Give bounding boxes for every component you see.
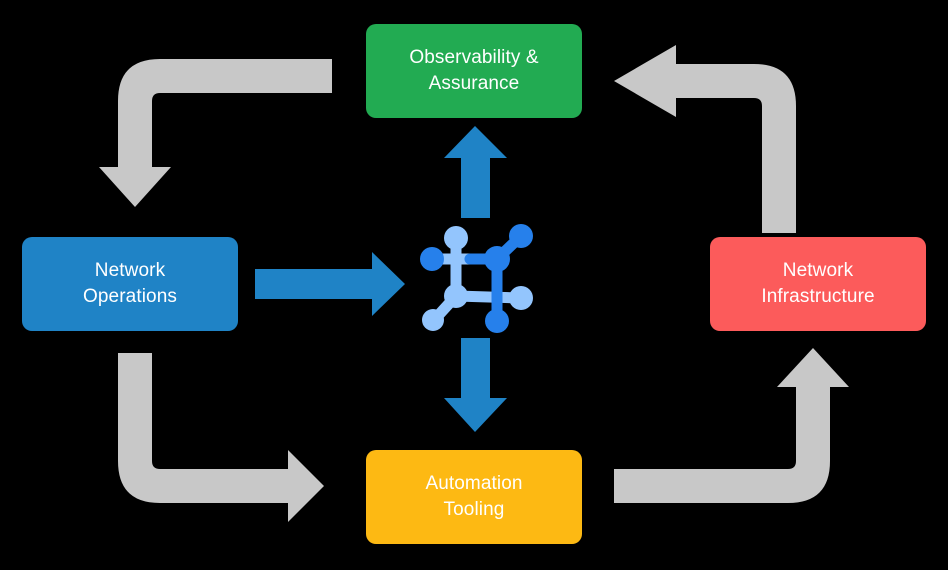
node-right-light (509, 286, 533, 310)
connector-netops-to-center (255, 252, 405, 316)
connector-netops-to-automation (118, 353, 324, 522)
node-automation-tooling-label: Automation Tooling (425, 473, 523, 520)
connector-center-to-automation (444, 338, 507, 432)
node-network-operations-label: Network Operations (83, 260, 177, 307)
node-left-dark (420, 247, 444, 271)
node-automation-tooling[interactable]: Automation Tooling (366, 450, 582, 544)
node-hub-dark (484, 246, 510, 272)
connector-center-to-observability (444, 126, 507, 218)
node-top-right-dark (509, 224, 533, 248)
node-top-light (444, 226, 468, 250)
node-network-operations[interactable]: Network Operations (22, 237, 238, 331)
network-icon-links-light (427, 233, 525, 325)
node-bottom-dark (485, 309, 509, 333)
node-hub-lower-light (444, 284, 468, 308)
node-network-infrastructure[interactable]: Network Infrastructure (710, 237, 926, 331)
network-icon-links-dark (464, 231, 526, 327)
connector-observability-to-netops (99, 59, 332, 207)
connector-netinfra-to-observability (614, 45, 796, 233)
node-lower-left-light (422, 309, 444, 331)
node-observability-label: Observability & Assurance (409, 47, 539, 94)
network-icon-nodes-light (422, 226, 533, 331)
connector-automation-to-netinfra (614, 348, 849, 503)
node-network-infrastructure-label: Network Infrastructure (761, 260, 875, 307)
node-observability-assurance[interactable]: Observability & Assurance (366, 24, 582, 118)
network-icon-nodes-dark (420, 224, 533, 333)
